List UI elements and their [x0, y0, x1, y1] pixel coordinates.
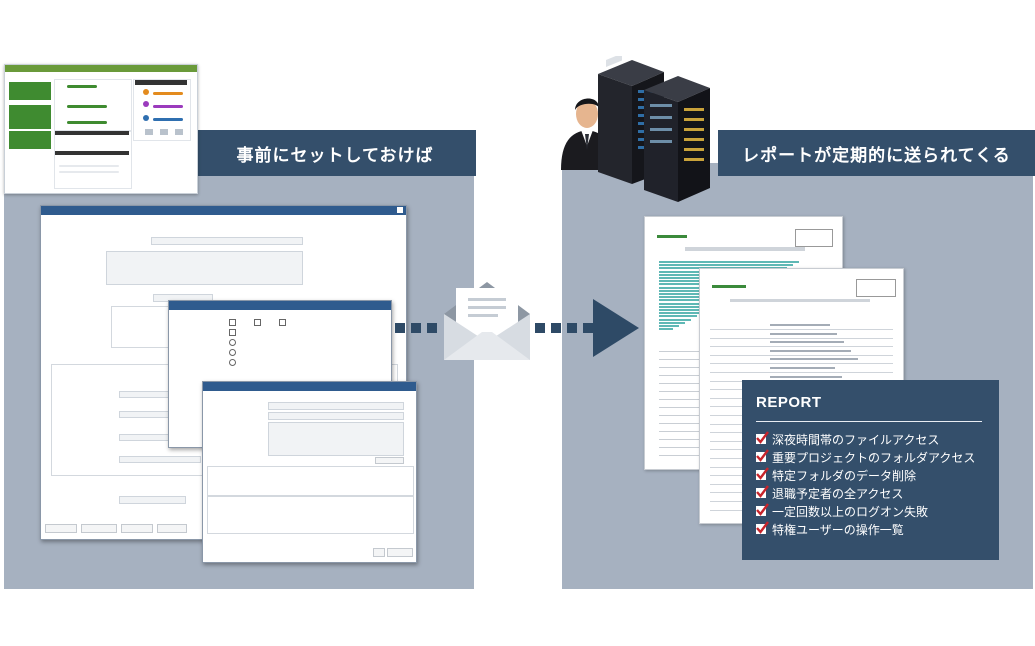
- report-item-label: 重要プロジェクトのフォルダアクセス: [772, 450, 976, 465]
- report-item-label: 特定フォルダのデータ削除: [772, 468, 917, 483]
- decor-bar: [659, 321, 685, 324]
- checkbox-checked-icon: [756, 431, 769, 444]
- footer-button-3[interactable]: [121, 524, 153, 533]
- report-title: REPORT: [756, 394, 822, 411]
- envelope-icon: [444, 282, 530, 360]
- report-item-label: 一定回数以上のログオン失敗: [772, 504, 929, 519]
- report-summary-box: REPORT 深夜時間帯のファイルアクセス重要プロジェクトのフォルダアクセス特定…: [742, 380, 999, 560]
- decor-row: [659, 351, 699, 352]
- decor-table-row: [710, 364, 893, 373]
- decor-table-row: [710, 338, 893, 348]
- decor-row: [659, 367, 699, 368]
- decor-bar: [659, 299, 727, 302]
- footer-button-4[interactable]: [157, 524, 187, 533]
- decor-row: [659, 383, 699, 384]
- decor-bar: [659, 261, 799, 263]
- right-banner: レポートが定期的に送られてくる: [718, 130, 1035, 176]
- dashboard-thumbnail: [4, 64, 198, 194]
- decor-row: [659, 415, 699, 416]
- mail-notification-dialog: [202, 381, 417, 563]
- footer-button-1[interactable]: [45, 524, 77, 533]
- checkbox-checked-icon: [756, 485, 769, 498]
- left-banner: 事前にセットしておけば: [194, 130, 476, 176]
- report-item-label: 特権ユーザーの操作一覧: [772, 522, 904, 537]
- decor-row: [659, 407, 699, 408]
- decor-row: [659, 359, 699, 360]
- report-item: 一定回数以上のログオン失敗: [756, 503, 928, 519]
- decor-row: [659, 431, 699, 432]
- close-icon[interactable]: [397, 207, 403, 213]
- ok-button[interactable]: [373, 548, 385, 557]
- decor-bar: [659, 309, 709, 311]
- decor-table-row: [710, 355, 893, 365]
- decor-row: [659, 391, 699, 392]
- decor-row: [659, 447, 699, 448]
- decor-bar: [659, 302, 721, 305]
- decor-row: [659, 399, 699, 400]
- cancel-button[interactable]: [387, 548, 413, 557]
- report-item: 特権ユーザーの操作一覧: [756, 521, 904, 537]
- decor-bar: [659, 312, 703, 315]
- decor-table-row: [710, 321, 893, 330]
- report-item: 特定フォルダのデータ削除: [756, 467, 916, 483]
- decor-table-row: [710, 347, 893, 356]
- decor-bar: [659, 315, 697, 318]
- decor-row: [659, 375, 699, 376]
- decor-bar: [659, 318, 691, 321]
- decor-bar: [659, 264, 793, 267]
- checkbox-checked-icon: [756, 503, 769, 516]
- report-item: 深夜時間帯のファイルアクセス: [756, 431, 939, 447]
- report-item-label: 退職予定者の全アクセス: [772, 486, 904, 501]
- decor-bar: [659, 296, 733, 299]
- checkbox-checked-icon: [756, 521, 769, 534]
- arrow-right-icon: [395, 299, 639, 357]
- report-item-label: 深夜時間帯のファイルアクセス: [772, 432, 940, 447]
- server-rack-icon: [598, 56, 710, 202]
- checkbox-checked-icon: [756, 467, 769, 480]
- test-send-button[interactable]: [375, 457, 404, 464]
- decor-row: [659, 439, 699, 440]
- decor-row: [659, 423, 699, 424]
- report-item: 重要プロジェクトのフォルダアクセス: [756, 449, 975, 465]
- report-item: 退職予定者の全アクセス: [756, 485, 903, 501]
- decor-bar: [659, 325, 679, 327]
- checkbox-checked-icon: [756, 449, 769, 462]
- decor-row: [659, 455, 699, 456]
- decor-bar: [659, 328, 673, 331]
- decor-bar: [659, 305, 715, 308]
- decor-table-row: [710, 330, 893, 339]
- footer-button-2[interactable]: [81, 524, 117, 533]
